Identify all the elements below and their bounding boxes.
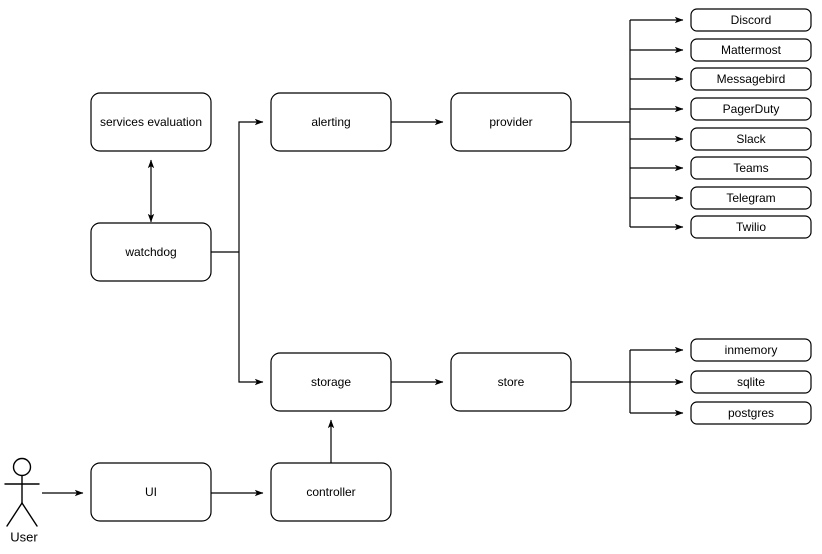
node-provider[interactable]: provider: [450, 92, 572, 152]
provider-item-telegram[interactable]: Telegram: [690, 186, 812, 210]
actor-user[interactable]: User: [4, 457, 40, 545]
provider-item-mattermost[interactable]: Mattermost: [690, 38, 812, 62]
provider-item-pagerduty-label: PagerDuty: [723, 102, 780, 116]
node-provider-shape: [450, 92, 572, 152]
store-item-postgres-label: postgres: [728, 406, 774, 420]
provider-item-slack-shape: [690, 127, 812, 151]
node-controller[interactable]: controller: [270, 462, 392, 522]
node-watchdog-shape: [90, 222, 212, 282]
store-item-inmemory[interactable]: inmemory: [690, 338, 812, 362]
node-alerting[interactable]: alerting: [270, 92, 392, 152]
provider-item-pagerduty-shape: [690, 97, 812, 121]
store-item-postgres[interactable]: postgres: [690, 401, 812, 425]
provider-list: Discord Mattermost Messagebird PagerDuty…: [690, 8, 812, 239]
node-watchdog[interactable]: watchdog: [90, 222, 212, 282]
node-storage[interactable]: storage: [270, 352, 392, 412]
node-ui-label: UI: [145, 485, 157, 499]
store-item-sqlite-shape: [690, 370, 812, 394]
node-store-shape: [450, 352, 572, 412]
provider-item-telegram-label: Telegram: [726, 191, 775, 205]
provider-item-slack-label: Slack: [736, 132, 766, 146]
provider-item-messagebird-shape: [690, 67, 812, 91]
node-services-evaluation-shape: [90, 92, 212, 152]
provider-item-discord-label: Discord: [731, 13, 772, 27]
node-alerting-label: alerting: [311, 115, 350, 129]
node-ui-shape: [90, 462, 212, 522]
edges-layer: [42, 16, 684, 497]
provider-item-telegram-shape: [690, 186, 812, 210]
provider-item-pagerduty[interactable]: PagerDuty: [690, 97, 812, 121]
node-alerting-shape: [270, 92, 392, 152]
provider-item-teams-label: Teams: [733, 161, 768, 175]
provider-item-teams[interactable]: Teams: [690, 156, 812, 180]
provider-item-discord[interactable]: Discord: [690, 8, 812, 32]
store-item-inmemory-shape: [690, 338, 812, 362]
provider-item-twilio-label: Twilio: [736, 220, 766, 234]
actor-right-leg-icon: [21, 502, 38, 527]
provider-item-twilio[interactable]: Twilio: [690, 215, 812, 239]
provider-item-mattermost-label: Mattermost: [721, 43, 782, 57]
store-item-sqlite-label: sqlite: [737, 375, 765, 389]
node-provider-label: provider: [489, 115, 532, 129]
node-store[interactable]: store: [450, 352, 572, 412]
provider-item-slack[interactable]: Slack: [690, 127, 812, 151]
node-services-evaluation[interactable]: services evaluation: [90, 92, 212, 152]
store-list: inmemory sqlite postgres: [690, 338, 812, 425]
store-item-inmemory-label: inmemory: [725, 343, 778, 357]
store-item-postgres-shape: [690, 401, 812, 425]
edge-watchdog-storage: [238, 252, 264, 386]
actor-left-leg-icon: [6, 502, 23, 527]
actor-label: User: [10, 529, 38, 544]
edge-watchdog-alerting: [238, 118, 264, 252]
node-storage-label: storage: [311, 375, 351, 389]
node-ui[interactable]: UI: [90, 462, 212, 522]
store-item-sqlite[interactable]: sqlite: [690, 370, 812, 394]
provider-item-mattermost-shape: [690, 38, 812, 62]
node-controller-shape: [270, 462, 392, 522]
node-storage-shape: [270, 352, 392, 412]
provider-item-messagebird-label: Messagebird: [717, 72, 786, 86]
node-store-label: store: [498, 375, 525, 389]
provider-item-twilio-shape: [690, 215, 812, 239]
provider-item-discord-shape: [690, 8, 812, 32]
provider-item-teams-shape: [690, 156, 812, 180]
actor-head-icon: [12, 457, 32, 477]
node-controller-label: controller: [306, 485, 355, 499]
provider-item-messagebird[interactable]: Messagebird: [690, 67, 812, 91]
node-watchdog-label: watchdog: [124, 245, 176, 259]
node-services-evaluation-label: services evaluation: [100, 115, 202, 129]
